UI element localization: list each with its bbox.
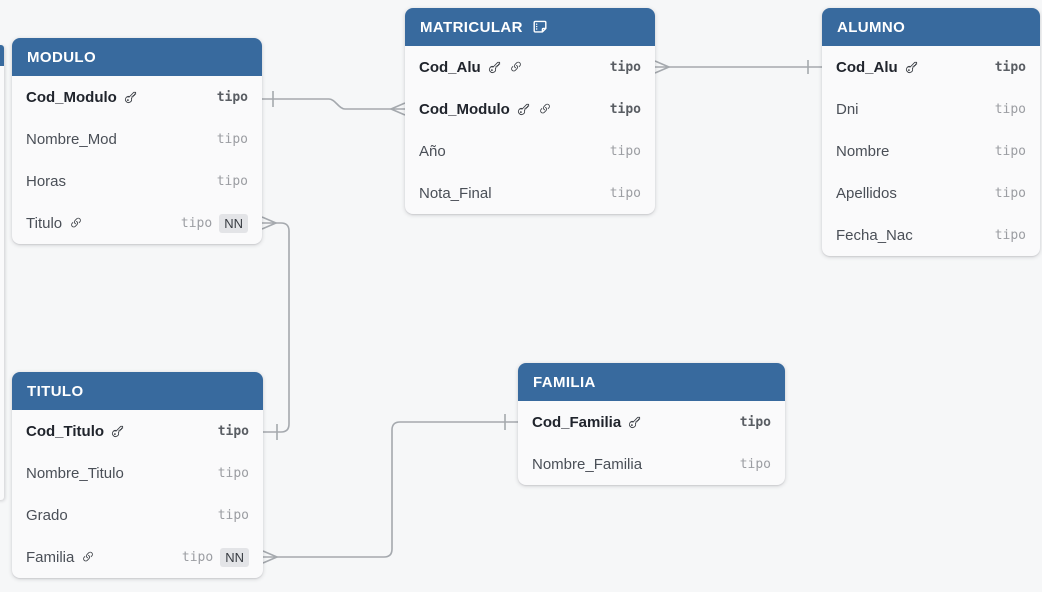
note-icon: [533, 20, 547, 33]
table-title: TITULO: [27, 382, 84, 400]
foreign-key-link-icon: [539, 103, 550, 114]
many-marker: [262, 550, 280, 564]
field-row-apellidos[interactable]: Apellidos tipo: [822, 172, 1040, 214]
field-row-nota-final[interactable]: Nota_Final tipo: [405, 172, 655, 214]
primary-key-icon: [516, 102, 531, 116]
field-row-cod-modulo[interactable]: Cod_Modulo tipo: [12, 76, 262, 118]
field-name: Apellidos: [836, 184, 897, 202]
field-type: tipo: [739, 456, 771, 472]
primary-key-icon: [487, 60, 502, 74]
field-type: tipo: [994, 143, 1026, 159]
field-row-cod-alu[interactable]: Cod_Alu tipo: [822, 46, 1040, 88]
relationship-matricular-alumno[interactable]: [654, 60, 822, 74]
field-name: Cod_Alu: [836, 58, 898, 76]
field-row-nombre-mod[interactable]: Nombre_Mod tipo: [12, 118, 262, 160]
field-row-cod-familia[interactable]: Cod_Familia tipo: [518, 401, 785, 443]
field-name: Cod_Titulo: [26, 422, 105, 440]
field-type: tipo: [217, 423, 249, 439]
field-type: tipo: [609, 185, 641, 201]
field-row-grado[interactable]: Grado tipo: [12, 494, 263, 536]
not-null-badge: NN: [220, 547, 249, 567]
foreign-key-link-icon: [83, 551, 94, 562]
field-name: Titulo: [26, 214, 63, 232]
field-name: Nombre: [836, 142, 890, 160]
primary-key-icon: [111, 424, 126, 438]
field-name: Año: [419, 142, 446, 160]
table-title: ALUMNO: [837, 18, 906, 36]
field-name: Familia: [26, 548, 75, 566]
relationship-titulo-familia[interactable]: [262, 414, 518, 564]
table-matricular-header[interactable]: MATRICULAR: [405, 8, 655, 46]
field-row-nombre-familia[interactable]: Nombre_Familia tipo: [518, 443, 785, 485]
foreign-key-link-icon: [510, 61, 521, 72]
field-name: Nota_Final: [419, 184, 492, 202]
field-row-fecha-nac[interactable]: Fecha_Nac tipo: [822, 214, 1040, 256]
field-row-cod-alu[interactable]: Cod_Alu tipo: [405, 46, 655, 88]
table-familia-header[interactable]: FAMILIA: [518, 363, 785, 401]
field-name: Cod_Familia: [532, 413, 622, 431]
field-type: tipo: [994, 59, 1026, 75]
field-type: tipo: [994, 101, 1026, 117]
primary-key-icon: [628, 415, 643, 429]
field-row-dni[interactable]: Dni tipo: [822, 88, 1040, 130]
primary-key-icon: [123, 90, 138, 104]
foreign-key-link-icon: [71, 217, 81, 228]
field-name: Cod_Modulo: [26, 88, 117, 106]
table-titulo[interactable]: TITULO Cod_Titulo tipo Nombre_Titulo tip…: [12, 372, 263, 578]
field-row-familia[interactable]: Familia tipo NN: [12, 536, 263, 578]
field-type: tipo: [180, 215, 213, 231]
table-title: FAMILIA: [533, 373, 596, 391]
field-name: Nombre_Titulo: [26, 464, 124, 482]
field-type: tipo: [216, 131, 248, 147]
table-alumno-header[interactable]: ALUMNO: [822, 8, 1040, 46]
field-row-titulo[interactable]: Titulo tipo NN: [12, 202, 262, 244]
field-row-nombre[interactable]: Nombre tipo: [822, 130, 1040, 172]
offscreen-table-sliver[interactable]: [0, 45, 4, 500]
field-type: tipo: [217, 507, 249, 523]
field-name: Nombre_Mod: [26, 130, 117, 148]
field-row-cod-modulo[interactable]: Cod_Modulo tipo: [405, 88, 655, 130]
field-name: Cod_Modulo: [419, 100, 510, 118]
offscreen-table-header: [0, 45, 4, 66]
field-row-horas[interactable]: Horas tipo: [12, 160, 262, 202]
field-row-nombre-titulo[interactable]: Nombre_Titulo tipo: [12, 452, 263, 494]
field-name: Fecha_Nac: [836, 226, 913, 244]
field-type: tipo: [609, 101, 641, 117]
field-type: tipo: [216, 173, 248, 189]
primary-key-icon: [904, 60, 919, 74]
table-titulo-header[interactable]: TITULO: [12, 372, 263, 410]
field-row-ano[interactable]: Año tipo: [405, 130, 655, 172]
many-marker: [388, 102, 406, 116]
table-title: MODULO: [27, 48, 97, 66]
field-row-cod-titulo[interactable]: Cod_Titulo tipo: [12, 410, 263, 452]
field-type: tipo: [181, 549, 214, 565]
table-modulo[interactable]: MODULO Cod_Modulo tipo Nombre_Mod tipo H…: [12, 38, 262, 244]
field-name: Horas: [26, 172, 67, 190]
field-type: tipo: [217, 465, 249, 481]
field-type: tipo: [994, 185, 1026, 201]
field-type: tipo: [216, 89, 248, 105]
table-alumno[interactable]: ALUMNO Cod_Alu tipo Dni tipo Nombre tipo…: [822, 8, 1040, 256]
field-name: Nombre_Familia: [532, 455, 643, 473]
relationship-modulo-titulo[interactable]: [261, 216, 290, 440]
relationship-modulo-matricular[interactable]: [262, 91, 406, 116]
field-name: Grado: [26, 506, 68, 524]
not-null-badge: NN: [219, 213, 248, 233]
many-marker: [654, 60, 672, 74]
table-modulo-header[interactable]: MODULO: [12, 38, 262, 76]
field-type: tipo: [609, 59, 641, 75]
field-type: tipo: [609, 143, 641, 159]
many-marker: [261, 216, 279, 230]
field-type: tipo: [739, 414, 771, 430]
field-type: tipo: [994, 227, 1026, 243]
field-name: Cod_Alu: [419, 58, 481, 76]
table-familia[interactable]: FAMILIA Cod_Familia tipo Nombre_Familia …: [518, 363, 785, 485]
field-name: Dni: [836, 100, 859, 118]
table-matricular[interactable]: MATRICULAR Cod_Alu tipo Cod_Modulo tipo …: [405, 8, 655, 214]
table-title: MATRICULAR: [420, 18, 523, 36]
